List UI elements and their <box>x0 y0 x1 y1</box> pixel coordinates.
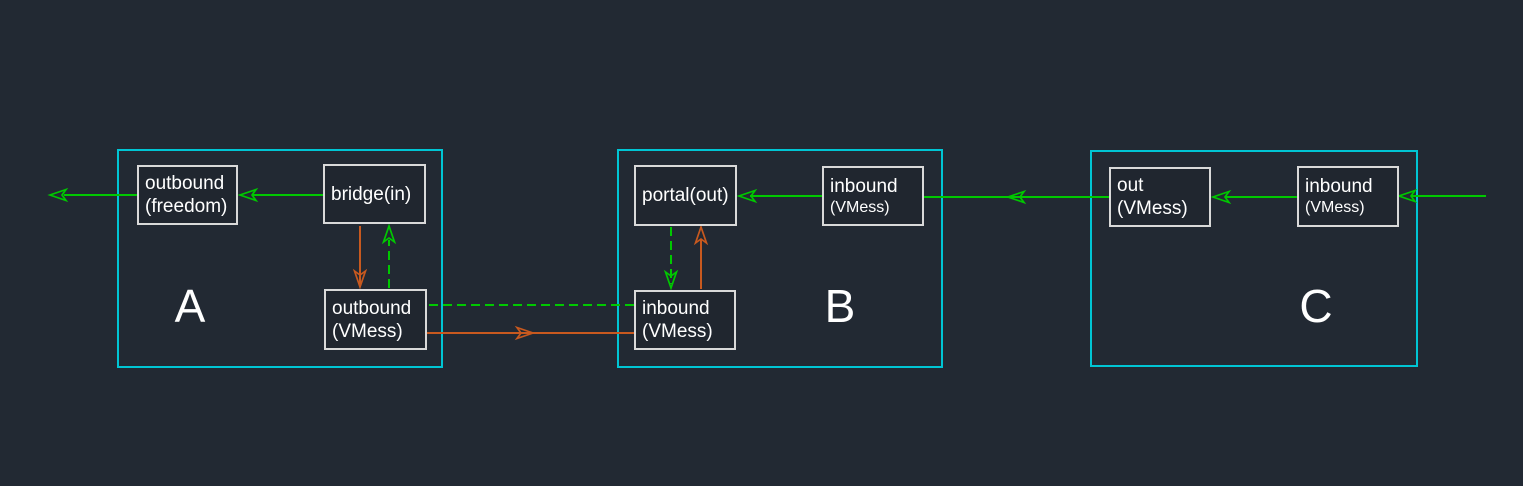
node-label-line2: (VMess) <box>332 320 403 342</box>
node-a-outbound-freedom: outbound (freedom) <box>137 165 238 225</box>
node-label-line1: bridge(in) <box>331 183 412 205</box>
edge-b-inbound-top-to-portal <box>736 188 822 204</box>
node-c-inbound-vmess: inbound (VMess) <box>1297 166 1399 227</box>
node-c-out-vmess: out (VMess) <box>1109 167 1211 227</box>
arrowhead-up-icon <box>381 223 397 245</box>
edge-outside-to-c-inbound <box>1396 188 1486 204</box>
group-box-c <box>1090 150 1418 367</box>
edge-a-outbound-to-b-inbound <box>427 325 634 341</box>
node-label-line1: outbound <box>145 173 225 194</box>
node-a-outbound-vmess: outbound (VMess) <box>324 289 427 350</box>
arrowhead-left-icon <box>237 187 259 203</box>
node-a-bridge-in: bridge(in) <box>323 164 426 224</box>
node-label-line1: inbound <box>642 298 710 319</box>
group-label-c: C <box>1299 280 1333 332</box>
edge-c-inbound-to-c-out <box>1210 189 1297 205</box>
arrowhead-left-icon <box>1210 189 1232 205</box>
arrowhead-left-icon <box>1005 189 1027 205</box>
node-label-line1: out <box>1117 175 1144 196</box>
edge-outbound-to-bridge <box>381 223 397 288</box>
group-box-b <box>617 149 943 368</box>
arrowhead-left-icon <box>736 188 758 204</box>
edge-freedom-to-outside <box>47 187 137 203</box>
node-b-inbound-vmess-bottom: inbound (VMess) <box>634 290 736 350</box>
node-label-line1: outbound <box>332 297 412 319</box>
arrowhead-left-icon <box>1396 188 1418 204</box>
arrowhead-down-icon <box>663 269 679 291</box>
arrowhead-right-icon <box>514 325 536 341</box>
edge-portal-to-inbound <box>663 227 679 291</box>
arrowhead-up-icon <box>693 224 709 246</box>
arrowhead-down-icon <box>352 268 368 290</box>
node-label-line2: (VMess) <box>830 198 890 216</box>
group-label-b: B <box>824 280 856 332</box>
edge-bridge-to-outbound <box>352 226 368 290</box>
node-label-line1: portal(out) <box>642 185 729 206</box>
edge-inbound-to-portal <box>693 224 709 289</box>
node-label-line2: (VMess) <box>642 321 713 342</box>
edge-c-out-to-b-inbound <box>924 189 1109 205</box>
group-box-a <box>117 149 443 368</box>
node-label-line1: inbound <box>1305 176 1373 197</box>
arrowhead-left-icon <box>47 187 69 203</box>
node-label-line2: (VMess) <box>1305 199 1365 216</box>
edge-bridge-to-freedom <box>237 187 323 203</box>
node-label-line1: inbound <box>830 175 898 197</box>
node-label-line2: (VMess) <box>1117 198 1188 219</box>
node-b-inbound-vmess-top: inbound (VMess) <box>822 166 924 226</box>
node-label-line2: (freedom) <box>145 196 228 217</box>
group-label-a: A <box>174 280 206 332</box>
node-b-portal-out: portal(out) <box>634 165 737 226</box>
